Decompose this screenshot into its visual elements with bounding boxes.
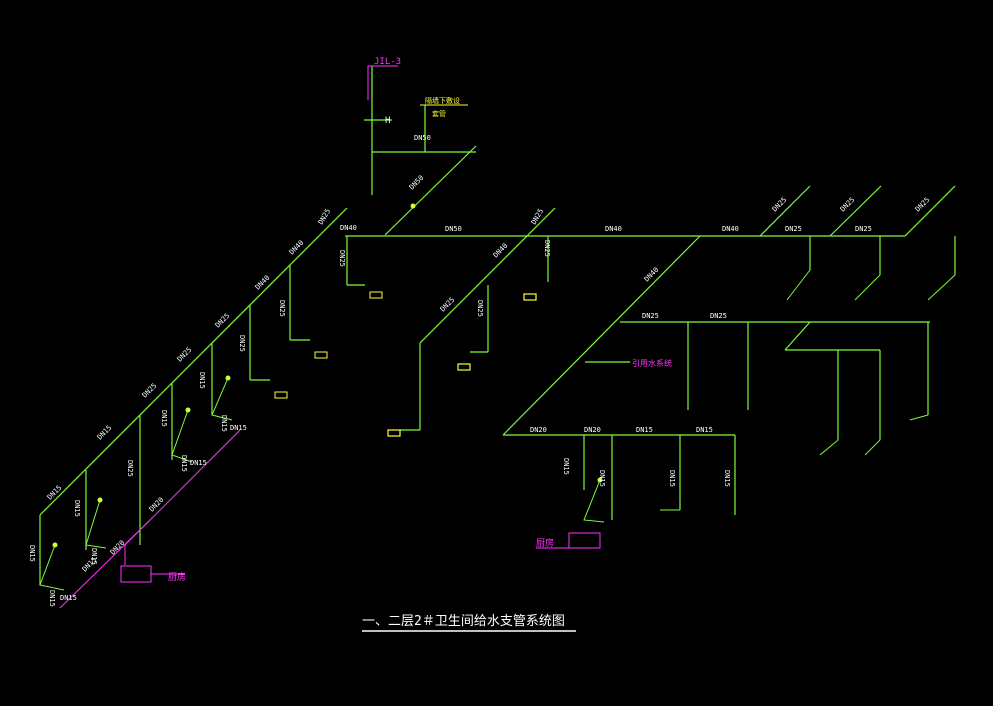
sleeve-note-line2: 套管	[432, 109, 446, 118]
dn-label: DN25	[278, 300, 286, 317]
dn-label: DN25	[338, 250, 346, 267]
dn-label: DN15	[28, 545, 36, 562]
left-diagonal-branch	[39, 207, 365, 585]
title-text: 一、二层2＃卫生间给水支管系统图	[362, 614, 565, 629]
dn-label: DN15	[198, 372, 206, 389]
dn-label: DN15	[636, 426, 653, 434]
dn-label: DN15	[668, 470, 676, 487]
tap-label: 引用水系统	[632, 358, 672, 368]
middle-branch	[387, 207, 556, 437]
kitchen-label-right: 厨房	[536, 537, 554, 549]
dn-label: DN20	[584, 426, 601, 434]
kitchen-label-left: 厨房	[168, 571, 186, 583]
dn-label: DN25	[543, 240, 551, 257]
left-kitchen: 厨房	[120, 565, 186, 583]
dn-label: DN15	[562, 458, 570, 475]
dn-label: DN25	[785, 225, 802, 233]
dn-label: DN50	[414, 134, 431, 142]
dn-label: DN15	[180, 455, 188, 472]
dn-label: DN50	[445, 225, 462, 233]
dn-label: DN15	[160, 410, 168, 427]
dn-label: DN15	[230, 424, 247, 432]
dn-label: DN25	[238, 335, 246, 352]
main-trunk	[345, 185, 956, 237]
dn-label: DN25	[476, 300, 484, 317]
pipe-nodes	[52, 203, 603, 548]
dn-label: DN15	[60, 594, 77, 602]
right-branch	[502, 235, 956, 520]
dn-label: DN15	[48, 590, 56, 607]
dn-label: DN40	[722, 225, 739, 233]
dn-label: DN25	[855, 225, 872, 233]
dn-label: DN15	[90, 548, 98, 565]
left-branch-fixtures	[39, 291, 383, 591]
dn-label: DN15	[73, 500, 81, 517]
riser-label: JIL-3	[374, 57, 401, 67]
rj-lines	[59, 429, 241, 609]
dn-label: DN15	[220, 415, 228, 432]
dn-label: DN25	[642, 312, 659, 320]
sleeve-note: 隔墙下敷设 套管	[420, 96, 468, 118]
tap-note: 引用水系统	[632, 358, 672, 368]
sleeve-note-line1: 隔墙下敷设	[425, 96, 460, 105]
dn-label: DN40	[605, 225, 622, 233]
diagram-title: 一、二层2＃卫生间给水支管系统图	[362, 614, 576, 632]
dn-label: DN20	[530, 426, 547, 434]
dn-label: DN15	[723, 470, 731, 487]
dn-label: DN15	[190, 459, 207, 467]
riser-jil3	[364, 66, 477, 236]
h-label: H	[385, 116, 390, 126]
dn-label: DN25	[710, 312, 727, 320]
dn-label: DN15	[598, 470, 606, 487]
right-kitchen: 厨房	[536, 532, 601, 549]
dn-label: DN40	[340, 224, 357, 232]
riser-label-group: JIL-3 H	[367, 57, 401, 126]
right-branch-fixtures	[583, 269, 956, 523]
dn-label: DN25	[126, 460, 134, 477]
dn-label: DN15	[696, 426, 713, 434]
